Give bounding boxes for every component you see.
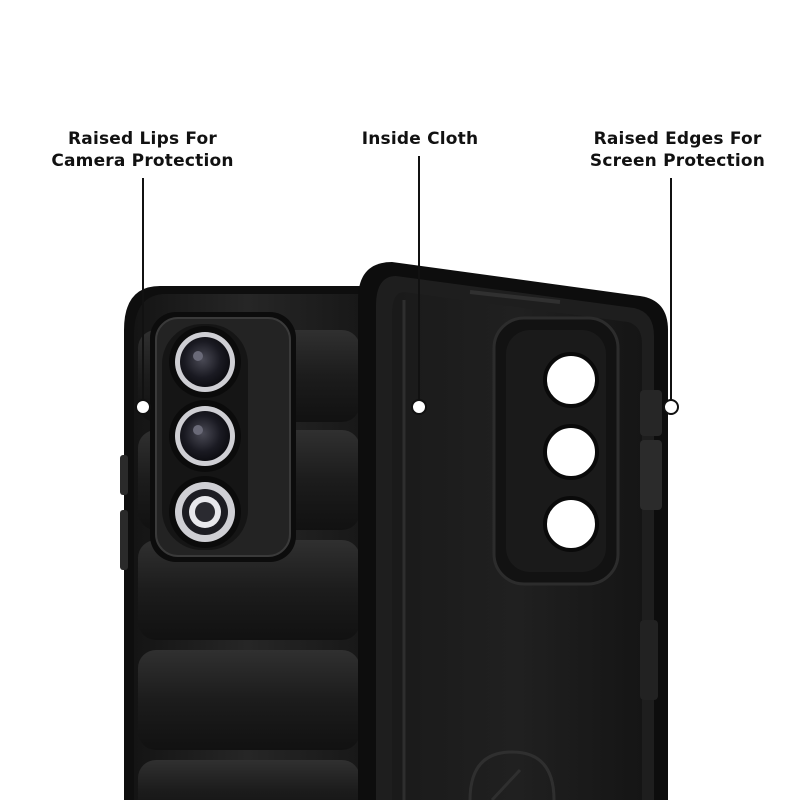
- front-case: [358, 262, 668, 800]
- camera-lens-icon: [169, 326, 241, 398]
- callout-line2: Screen Protection: [589, 151, 766, 171]
- callout-line-middle: [411, 156, 427, 415]
- camera-lens-icon: [169, 476, 241, 548]
- callout-camera-protection: Raised Lips For Camera Protection: [40, 128, 245, 172]
- camera-module: [150, 312, 296, 562]
- lens-cutout: [543, 496, 599, 552]
- callout-line-right: [663, 178, 679, 415]
- lens-cutout: [543, 352, 599, 408]
- callout-line1: Raised Edges For: [593, 129, 762, 149]
- callout-line1: Raised Lips For: [68, 129, 217, 149]
- callout-inside-cloth: Inside Cloth: [340, 128, 500, 150]
- lens-cutout: [543, 424, 599, 480]
- callout-line2: Camera Protection: [51, 151, 234, 171]
- callout-line-left: [135, 178, 151, 415]
- callout-line1: Inside Cloth: [361, 129, 479, 149]
- callout-screen-protection: Raised Edges For Screen Protection: [575, 128, 780, 172]
- camera-lens-icon: [169, 400, 241, 472]
